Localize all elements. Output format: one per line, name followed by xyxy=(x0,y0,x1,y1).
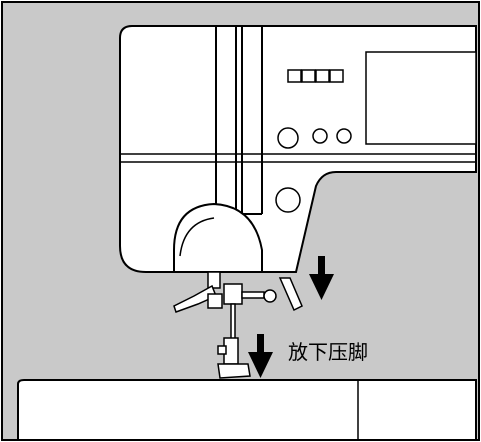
panel-button-2 xyxy=(301,69,316,83)
knob-lower xyxy=(275,187,301,213)
needle-clamp-knob xyxy=(263,289,277,303)
needle-clamp xyxy=(223,283,243,305)
down-arrow-icon xyxy=(309,256,334,300)
machine-bed xyxy=(17,379,477,441)
needle-housing xyxy=(173,202,263,273)
side-lever xyxy=(278,277,303,312)
button-row xyxy=(287,69,344,83)
needle-clamp-screw xyxy=(241,291,265,299)
panel-button-1 xyxy=(287,69,302,83)
presser-foot xyxy=(217,363,251,379)
panel-button-4 xyxy=(329,69,344,83)
bobbin-holder xyxy=(207,293,223,309)
presser-shank-tab xyxy=(217,345,227,355)
knob-small-1 xyxy=(312,128,328,144)
needle-housing-inner xyxy=(179,217,215,257)
display-panel xyxy=(365,51,477,145)
lower-presser-foot-label: 放下压脚 xyxy=(288,340,368,364)
presser-bar xyxy=(207,271,221,289)
down-arrow-icon xyxy=(248,334,273,378)
panel-button-3 xyxy=(315,69,330,83)
knob-small-2 xyxy=(336,128,352,144)
thread-guide-rails xyxy=(215,26,263,272)
knob-large xyxy=(277,127,299,149)
